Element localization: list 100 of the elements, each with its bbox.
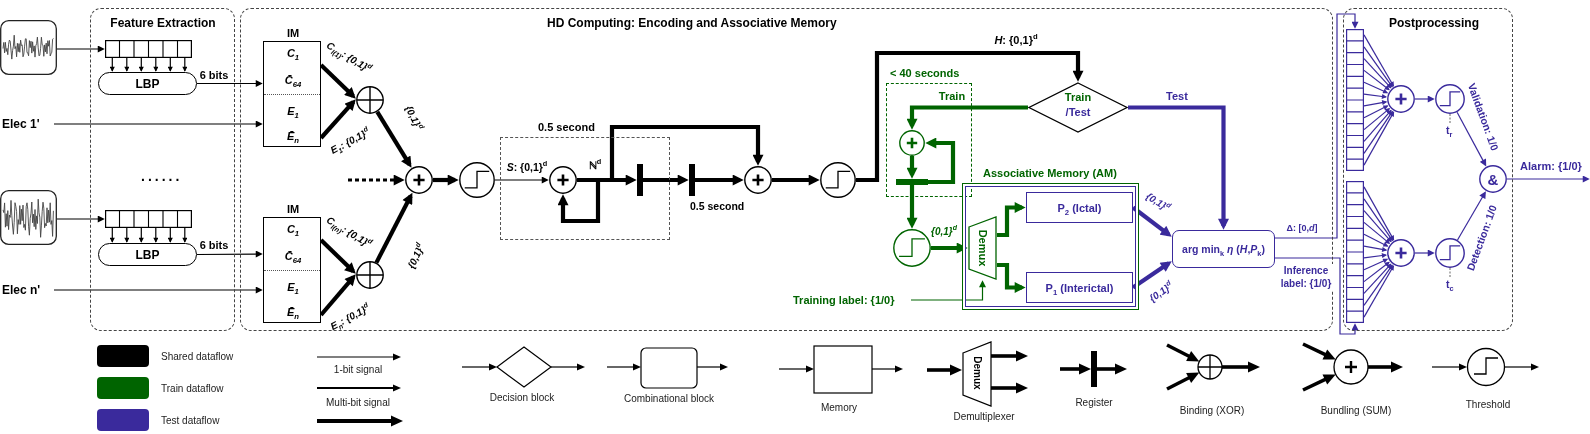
- dashed-section-frame: [1343, 8, 1513, 331]
- thick-arrow: [906, 185, 918, 229]
- arrow: [494, 176, 549, 184]
- arrow: [182, 227, 188, 243]
- decision-label: /Test: [1065, 106, 1091, 119]
- threshold-circle: [459, 162, 495, 198]
- arrow: [167, 227, 173, 243]
- threshold-circle: [1435, 84, 1465, 114]
- arrow: [1363, 221, 1391, 244]
- register-bar: [896, 179, 928, 185]
- adder-circle: [1387, 239, 1415, 267]
- ellipsis-dots: ......: [141, 170, 183, 183]
- arrow: [1363, 93, 1387, 99]
- block-label: P$_{2}$ (Ictal): [1057, 201, 1102, 214]
- arrow: [1274, 13, 1359, 239]
- thick-arrow: [319, 274, 356, 317]
- legend-label: Multi-bit signal: [326, 396, 390, 409]
- thick-arrow: [906, 105, 1028, 130]
- arrow: [1456, 191, 1486, 241]
- edge-label: Train: [937, 89, 967, 103]
- signal-label: Elec n': [2, 283, 41, 297]
- legend-label: 1-bit signal: [333, 363, 383, 376]
- thick-arrow: [375, 110, 412, 168]
- arrow: [109, 227, 115, 243]
- arrow: [1363, 46, 1393, 88]
- arrow: [1363, 198, 1394, 242]
- thick-arrow: [772, 174, 820, 186]
- xor-gate: [356, 86, 384, 114]
- arrow: [1363, 105, 1389, 119]
- arrow: [1506, 175, 1590, 183]
- vector-label: Ē$_{n}$: [287, 306, 299, 319]
- threshold-circle: [820, 162, 856, 198]
- shift-register: [105, 210, 192, 228]
- arrow: [910, 280, 986, 301]
- block-label: Demux: [976, 229, 989, 267]
- arrow: [1363, 81, 1389, 94]
- thick-arrow: [856, 50, 1084, 183]
- arrow: [1363, 69, 1390, 91]
- arrow: [1363, 108, 1391, 131]
- legend-label: Threshold: [1465, 398, 1511, 411]
- arrow: [153, 57, 159, 72]
- section-title: HD Computing: Encoding and Associative Memory: [547, 17, 837, 30]
- decision-diamond: [1028, 82, 1128, 133]
- arrow: [138, 227, 144, 243]
- threshold-circle: [893, 229, 931, 267]
- block-label: P$_{1}$ (Interictal): [1045, 281, 1114, 294]
- operator-label: &: [1487, 172, 1499, 186]
- arrow: [109, 57, 115, 72]
- edge-label: 6 bits: [198, 238, 230, 252]
- arrow: [53, 120, 263, 128]
- block-label: LBP: [135, 77, 160, 90]
- dashed-section-frame: [240, 8, 1333, 331]
- vector-label: E$_{1}$: [287, 281, 299, 294]
- arrow: [1363, 186, 1395, 241]
- arrow: [1363, 100, 1388, 107]
- register-bar: [637, 164, 643, 196]
- thick-arrow: [695, 174, 744, 186]
- vector-label: Ē$_{n}$: [287, 130, 299, 143]
- thick-arrow: [319, 63, 356, 99]
- legend-label: Binding (XOR): [1179, 404, 1245, 417]
- adder-circle: [1387, 85, 1415, 113]
- adder-circle: [405, 166, 433, 194]
- combinational-block: [1172, 230, 1275, 268]
- edge-label: S: {0,1}$^{d}$: [505, 160, 549, 174]
- decision-label: Train: [1064, 91, 1092, 104]
- block-label: LBP: [135, 248, 160, 261]
- threshold-circle: [1435, 238, 1465, 268]
- arrow: [196, 250, 263, 258]
- vector-label: C̄$_{64}$: [284, 250, 302, 263]
- arrow: [1363, 233, 1389, 247]
- adder-circle: [744, 166, 772, 194]
- arrow: [1363, 111, 1395, 166]
- legend-label: Combinational block: [623, 392, 715, 405]
- section-title: Associative Memory (AM): [983, 167, 1117, 180]
- arrow: [56, 215, 105, 223]
- edge-label: {0,1}$^{d}$: [930, 224, 958, 238]
- arrow: [53, 286, 263, 294]
- shift-register: [1346, 29, 1364, 171]
- adder-circle: [899, 130, 925, 156]
- signal-waveform: [0, 190, 57, 245]
- memory-block: [1026, 272, 1133, 303]
- arrow: [167, 57, 173, 72]
- vector-label: E$_{1}$: [287, 105, 299, 118]
- arrow: [1363, 253, 1387, 259]
- thick-arrow: [577, 124, 764, 183]
- adder-circle: [549, 166, 577, 194]
- thick-arrow: [1131, 261, 1172, 290]
- arrow: [1363, 245, 1388, 252]
- signal-waveform: [0, 20, 57, 75]
- memory-block: [1026, 192, 1133, 223]
- arrow: [1414, 249, 1435, 257]
- vector-label: C$_{1}$: [286, 223, 300, 236]
- arrow: [153, 227, 159, 243]
- xor-gate: [356, 261, 384, 289]
- thick-arrow: [997, 262, 1026, 293]
- function-label: arg min$_{k}$ η (H,P$_{k}$): [1182, 242, 1265, 256]
- dashed-section-frame: [90, 8, 235, 331]
- arrow: [1414, 95, 1435, 103]
- arrow: [1363, 258, 1389, 271]
- thick-arrow: [374, 192, 413, 264]
